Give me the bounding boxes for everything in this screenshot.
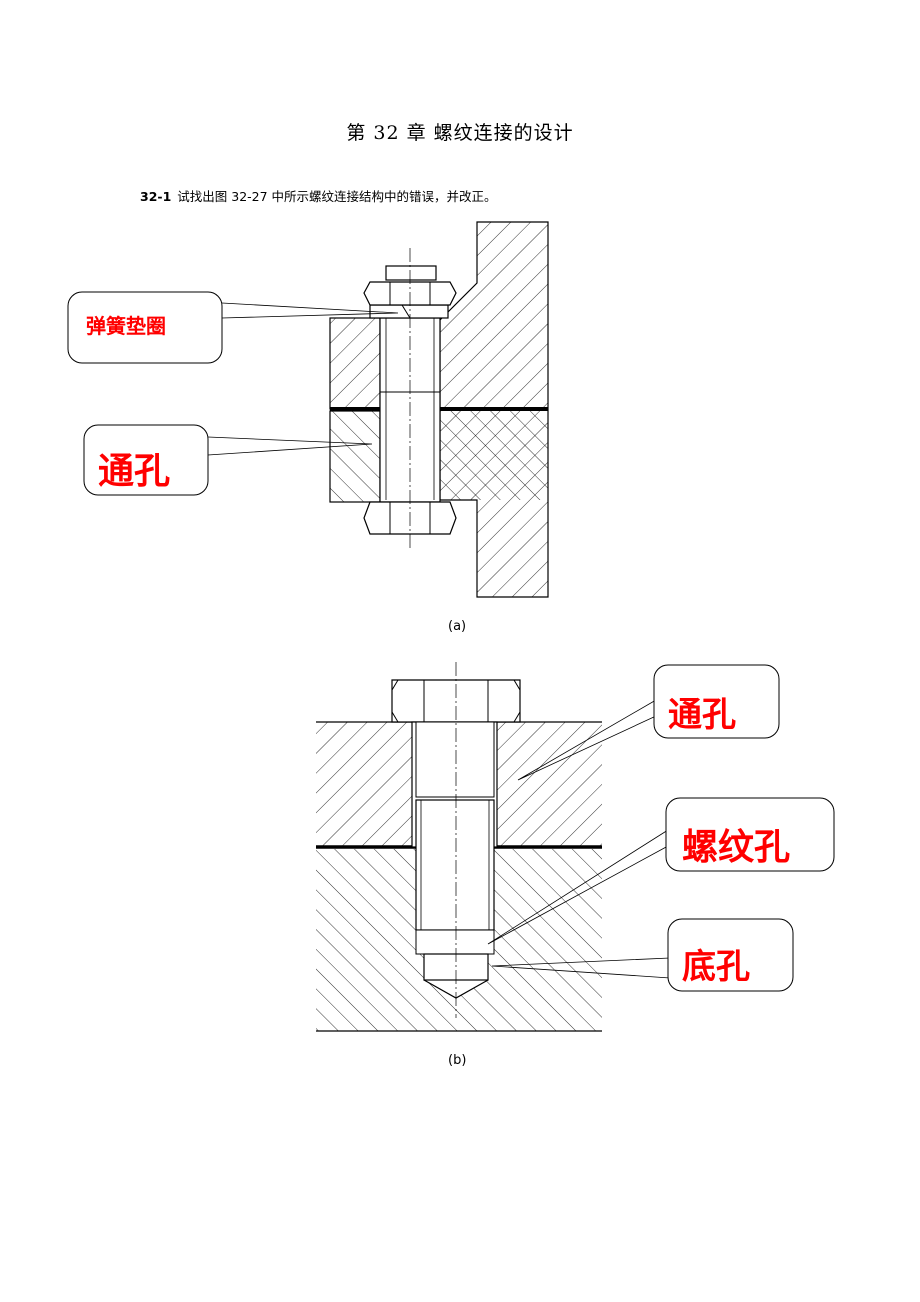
figure-a-callout-through-hole: 通孔 bbox=[83, 424, 373, 496]
figure-a: 弹簧垫圈 通孔 bbox=[67, 221, 549, 598]
question-text: 试找出图 32-27 中所示螺纹连接结构中的错误，并改正。 bbox=[177, 189, 497, 204]
figure-b-bolt-shank bbox=[411, 721, 498, 931]
figure-b-callout-bottom-hole: 底孔 bbox=[491, 918, 794, 992]
question-number: 32-1 bbox=[140, 189, 172, 204]
figure-b: 通孔 螺纹孔 底孔 bbox=[316, 662, 835, 1032]
figure-a-plate-left-upper bbox=[329, 317, 381, 410]
callout-text: 螺纹孔 bbox=[682, 827, 790, 868]
figure-b-callout-through-hole: 通孔 bbox=[517, 664, 780, 781]
figure-a-caption: (a) bbox=[448, 619, 467, 634]
callout-text: 底孔 bbox=[682, 947, 750, 987]
page-title: 第 32 章 螺纹连接的设计 bbox=[346, 122, 574, 144]
figure-a-callout-spring-washer: 弹簧垫圈 bbox=[67, 291, 399, 364]
figure-a-plate-right-lower bbox=[440, 411, 548, 500]
callout-text: 通孔 bbox=[98, 451, 170, 492]
figure-b-lower-plate bbox=[316, 849, 602, 1032]
figure-b-callout-threaded-hole: 螺纹孔 bbox=[487, 797, 835, 945]
question: 32-1 试找出图 32-27 中所示螺纹连接结构中的错误，并改正。 bbox=[140, 186, 497, 205]
figure-a-plate-left-lower bbox=[329, 410, 381, 503]
figure-b-caption: (b) bbox=[448, 1053, 467, 1068]
callout-text: 通孔 bbox=[668, 695, 736, 735]
callout-text: 弹簧垫圈 bbox=[86, 314, 166, 338]
